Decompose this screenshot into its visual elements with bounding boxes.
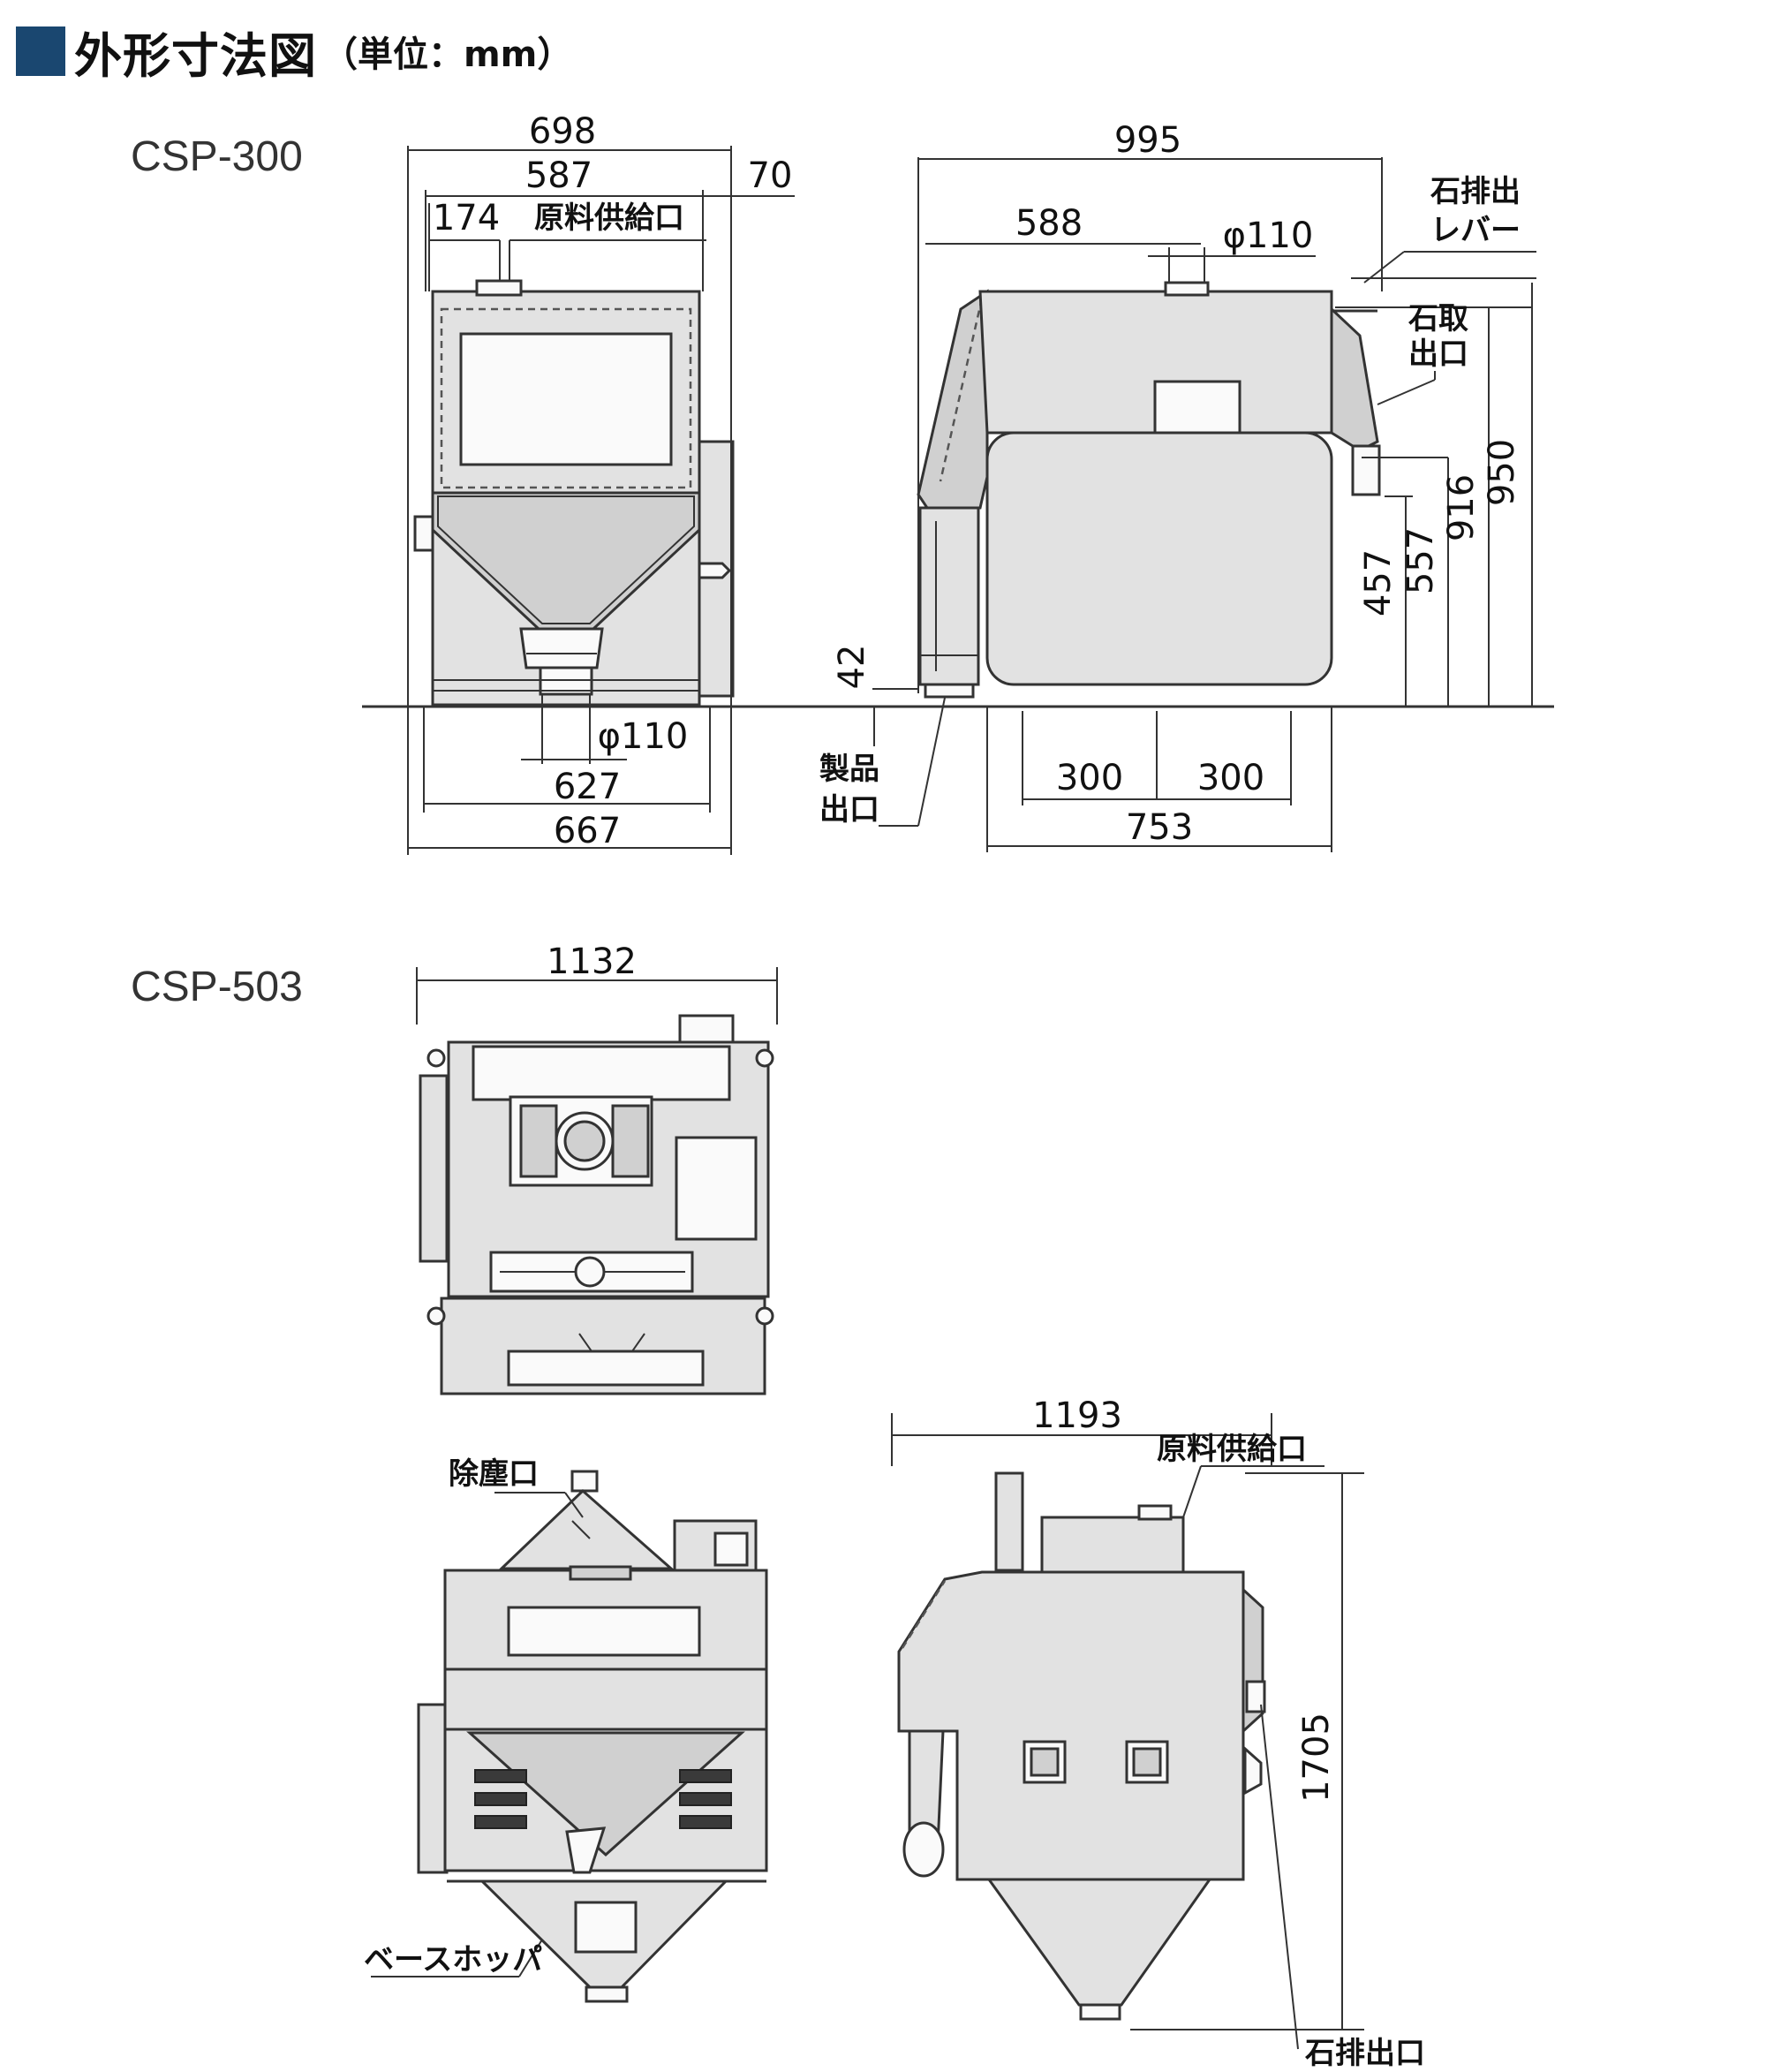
dim-300-left: 300 [1056, 758, 1123, 798]
label-feed-inlet-300: 原料供給口 [534, 200, 684, 236]
label-stone-discharge-outlet: 石排出口 [1304, 2036, 1425, 2071]
dim-557: 557 [1400, 527, 1441, 594]
label-base-hopper: ベースホッパ [364, 1942, 542, 1977]
model-label-csp300: CSP-300 [131, 133, 303, 180]
dim-phi110-side: φ110 [1223, 216, 1314, 256]
header-square-icon [16, 26, 65, 76]
csp503-front-view: 除塵口 ベースホッパ [364, 1456, 768, 2003]
dim-916: 916 [1441, 474, 1482, 541]
dim-667: 667 [554, 811, 621, 851]
label-stone-take-outlet-2: 出口 [1408, 337, 1468, 372]
dim-70: 70 [748, 155, 793, 196]
dim-phi110-front: φ110 [598, 716, 689, 757]
dim-627: 627 [554, 767, 621, 807]
model-label-csp503: CSP-503 [131, 964, 303, 1010]
label-stone-discharge-lever-2: レバー [1430, 213, 1521, 248]
dim-300-right: 300 [1197, 758, 1264, 798]
section-header: 外形寸法図 （単位：mm） [16, 19, 573, 84]
csp300-front-view: 698 587 70 174 原料供給口 φ110 627 667 [362, 111, 1554, 855]
dim-950: 950 [1482, 439, 1522, 506]
dim-1705: 1705 [1296, 1713, 1337, 1803]
label-product-outlet-2: 出口 [819, 792, 879, 828]
dim-174: 174 [433, 198, 500, 238]
csp503-top-view: 1132 [416, 941, 778, 1395]
dim-753: 753 [1126, 807, 1193, 848]
label-stone-take-outlet-1: 石取 [1408, 301, 1468, 337]
dim-995: 995 [1114, 120, 1181, 161]
dim-42: 42 [832, 645, 872, 690]
label-stone-discharge-lever-1: 石排出 [1430, 174, 1521, 209]
dim-457: 457 [1358, 549, 1399, 616]
label-feed-inlet-503: 原料供給口 [1157, 1432, 1307, 1467]
unit-note: （単位：mm） [322, 34, 573, 75]
dim-587: 587 [525, 155, 592, 196]
csp300-side-view: 995 588 φ110 石排出 レバー 石取 出口 950 916 557 4… [819, 120, 1536, 852]
dim-1132: 1132 [547, 941, 637, 982]
section-title: 外形寸法図 [74, 27, 317, 84]
dim-588: 588 [1015, 203, 1083, 244]
label-product-outlet-1: 製品 [819, 752, 879, 787]
dim-698: 698 [529, 111, 596, 152]
label-dust-outlet: 除塵口 [449, 1456, 539, 1492]
csp503-side-view: 1193 原料供給口 1705 石排出口 [891, 1395, 1425, 2071]
dim-1193: 1193 [1032, 1395, 1122, 1436]
